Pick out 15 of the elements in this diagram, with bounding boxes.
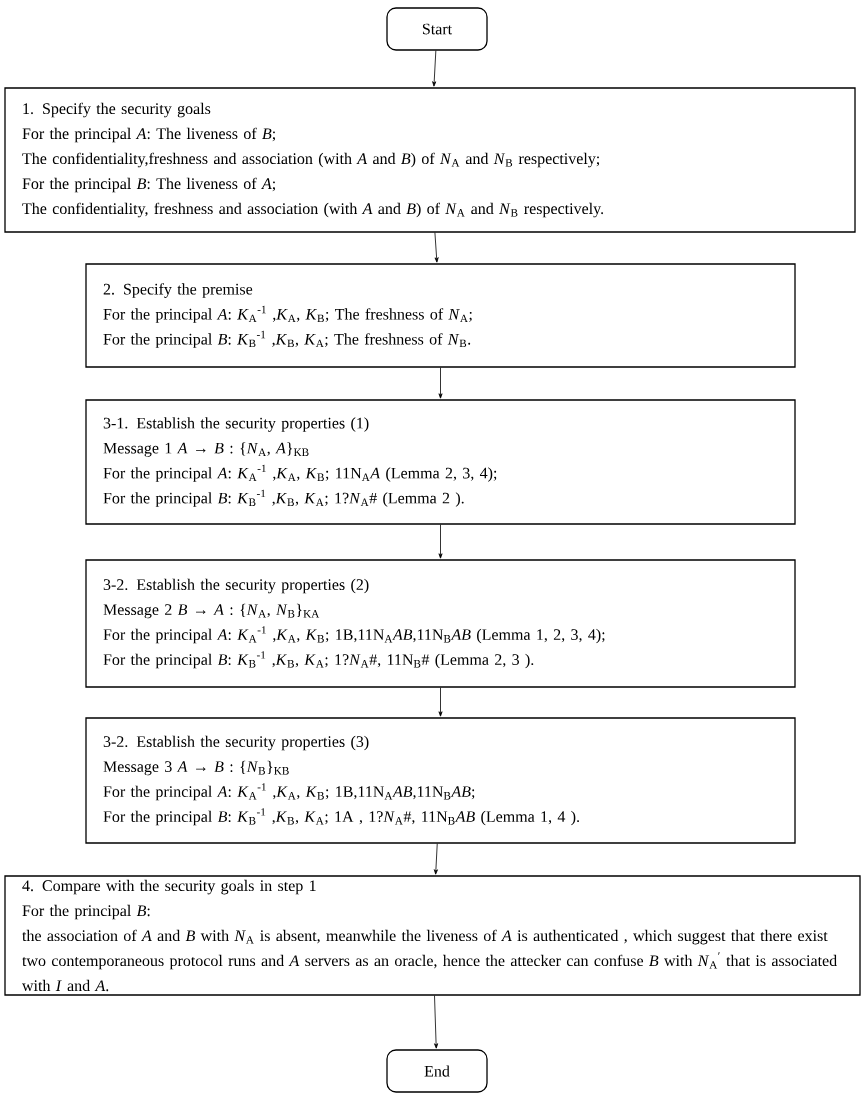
process-box: 1. Specify the security goals For the principal A: The liveness of B; The confidentiality,freshness and association (with A and B) of N$_{A}$ and N$_{B}$ respectively; For the principal B: The liveness of A; The confidentiality, freshness and association (with A and B) of N$_{A}$ and N$_{B}$ respectively. [4,87,856,233]
process-box: 2. Specify the premise For the principal A: K$_{A}$$^{-1}$ ,K$_{A}$, K$_{B}$; The freshness of N$_{A}$; For the principal B: K$_{B}$$^{-1}$ ,K$_{B}$, K$_{A}$; The freshness of N$_{B}$. [85,263,796,368]
arrow [434,995,439,1049]
terminal-box: Start [386,7,488,51]
arrow [438,687,443,717]
arrow [432,50,437,87]
terminal-box: End [386,1049,488,1093]
arrow [434,232,439,263]
arrow [433,843,438,875]
process-box: 3-2. Establish the security properties (2) Message 2 B → A : {N$_{A}$, N$_{B}$}$_{KA}$ For the principal A: K$_{A}$$^{-1}$ ,K$_{A}$, K$_{B}$; 1B,11N$_{A}$AB,11N$_{B}$AB (Lemma 1, 2, 3, 4); For the principal B: K$_{B}$$^{-1}$ ,K$_{B}$, K$_{A}$; 1?N$_{A}$#, 11N$_{B}$# (Lemma 2, 3 ). [85,559,796,688]
process-box: 4. Compare with the security goals in step 1 For the principal B: the association of A and B with N$_{A}$ is absent, meanwhile the liveness of A is authenticated , which suggest that there exist two contemporaneous protocol runs and A servers as an oracle, hence the attecker can confuse B with N$_{A}$$^{′}$ that is associated with I and A. [4,875,861,996]
process-box: 3-2. Establish the security properties (3) Message 3 A → B : {N$_{B}$}$_{KB}$ For the principal A: K$_{A}$$^{-1}$ ,K$_{A}$, K$_{B}$; 1B,11N$_{A}$AB,11N$_{B}$AB; For the principal B: K$_{B}$$^{-1}$ ,K$_{B}$, K$_{A}$; 1A , 1?N$_{A}$#, 11N$_{B}$AB (Lemma 1, 4 ). [85,717,796,844]
process-box: 3-1. Establish the security properties (1) Message 1 A → B : {N$_{A}$, A}$_{KB}$ For the principal A: K$_{A}$$^{-1}$ ,K$_{A}$, K$_{B}$; 11N$_{A}$A (Lemma 2, 3, 4); For the principal B: K$_{B}$$^{-1}$ ,K$_{B}$, K$_{A}$; 1?N$_{A}$# (Lemma 2 ). [85,399,796,525]
arrow [438,524,443,559]
arrow [438,367,443,399]
